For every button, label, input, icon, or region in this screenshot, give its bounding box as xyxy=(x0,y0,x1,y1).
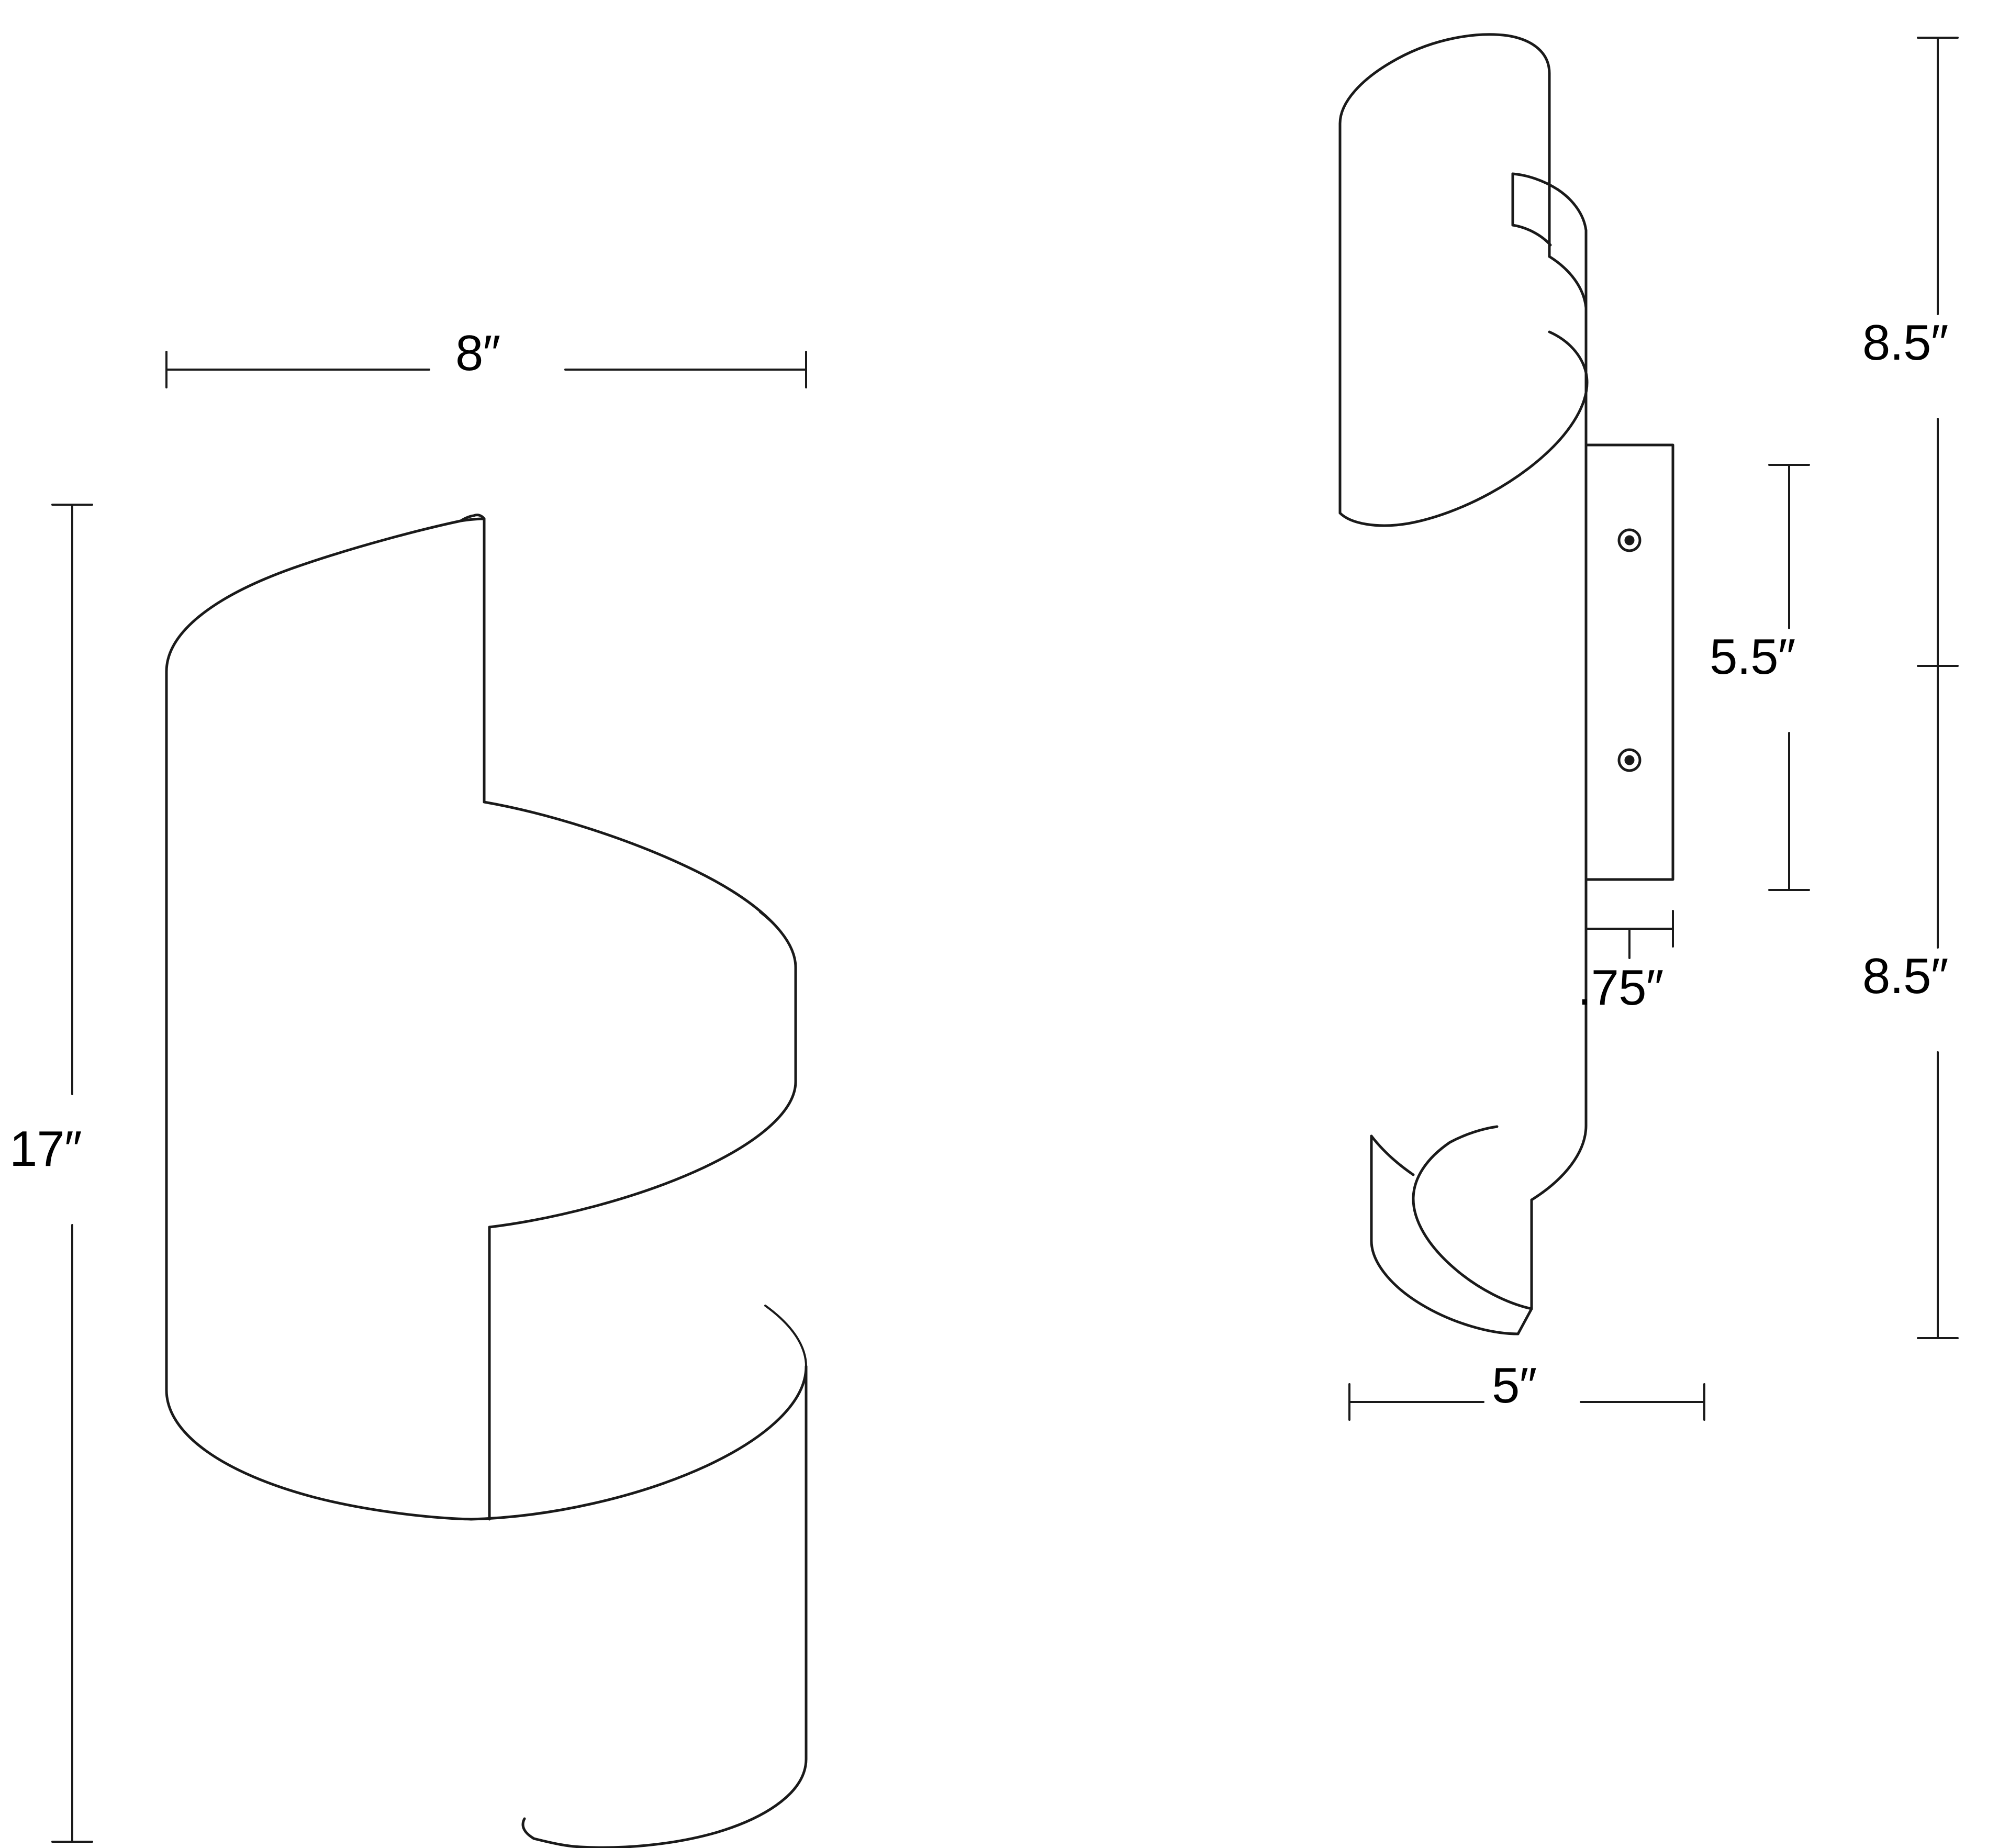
side-band-top-right-curve xyxy=(1506,34,1551,75)
side-band-lower-tip xyxy=(1516,1307,1533,1335)
mounting-backplate xyxy=(1584,443,1674,881)
screw-outer-top xyxy=(1617,528,1642,552)
front-band-bottom-tip-inner xyxy=(532,1837,583,1848)
dimension-label-side-top-height: 8.5″ xyxy=(1862,315,1948,371)
side-band-lower-right-curve xyxy=(1530,1124,1588,1201)
side-band-lower-fold xyxy=(1370,1134,1415,1176)
screw-inner-bottom xyxy=(1624,755,1635,765)
front-band-top-tip-thickness-2 xyxy=(459,514,475,522)
front-band-thickness-right-lower xyxy=(764,1305,807,1367)
dimension-label-side-mount-height: 5.5″ xyxy=(1710,629,1795,685)
dimension-label-side-bottom-height: 8.5″ xyxy=(1862,948,1948,1004)
dimension-label-front-height: 17″ xyxy=(9,1121,82,1177)
side-band-mid-curve-2 xyxy=(1548,330,1588,374)
side-band-lower-bottom-curve xyxy=(1412,1197,1533,1310)
dimension-label-side-width: 5″ xyxy=(1492,1357,1537,1413)
side-band-lower-fold-2 xyxy=(1448,1125,1499,1144)
side-band-upper-fold-4 xyxy=(1511,224,1552,247)
front-band-bottom-right-curve xyxy=(470,1365,808,1521)
front-band-top-left-edge xyxy=(165,519,462,673)
front-band-mid-lower-curve xyxy=(488,1080,797,1229)
side-band-upper-fold-2 xyxy=(1556,188,1588,232)
front-band-bottom-tip-end xyxy=(521,1817,535,1840)
side-band-mid-curve xyxy=(1338,371,1589,527)
side-band-upper-fold-3 xyxy=(1511,172,1559,191)
front-band-thickness-right xyxy=(759,911,797,968)
side-band-lower-left-curve xyxy=(1412,1141,1451,1200)
front-band-bottom-tip-curve xyxy=(579,1757,808,1848)
screw-inner-top xyxy=(1624,535,1635,546)
screw-outer-bottom xyxy=(1617,748,1642,772)
side-view-group xyxy=(1338,33,1674,1335)
side-band-lower-outer-curve xyxy=(1370,1239,1520,1335)
dimension-label-front-width: 8″ xyxy=(455,325,500,381)
side-band-upper-fold xyxy=(1548,255,1588,309)
front-band-mid-right-curve xyxy=(483,800,797,969)
front-view-group xyxy=(165,514,808,1848)
dimension-label-side-backplate-depth: .75″ xyxy=(1578,960,1663,1016)
dimension-lines-group xyxy=(51,37,1959,1843)
side-band-top-curve xyxy=(1338,33,1509,125)
front-band-bottom-left-curve xyxy=(165,1388,473,1521)
